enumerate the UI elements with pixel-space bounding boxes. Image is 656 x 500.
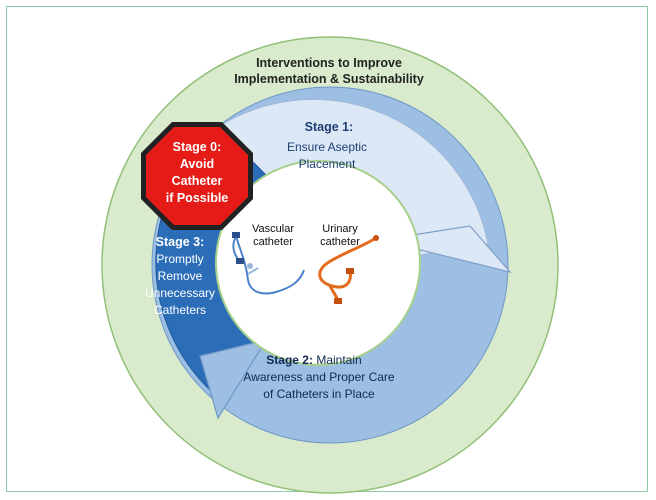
stage2-line1: Stage 2: Maintain [266, 353, 361, 367]
stage0-line1: Stage 0: [173, 140, 222, 154]
stop-sign-face [146, 127, 248, 225]
stage2-line1-rest: Maintain [313, 353, 362, 367]
stage2-heading: Stage 2: [266, 353, 313, 367]
stage3-line2: Remove [158, 269, 203, 283]
stage3-line4: Catheters [154, 303, 206, 317]
stage0-line4: if Possible [166, 191, 229, 205]
stage2-line3: of Catheters in Place [263, 387, 375, 401]
stage0-stop-sign-icon [141, 122, 253, 230]
stage2-line2: Awareness and Proper Care [243, 370, 395, 384]
vascular-catheter-icon [232, 232, 305, 295]
stage2-arrowhead [199, 339, 268, 420]
stage3-line3: Unnecessary [145, 286, 215, 300]
vascular-label-line2: catheter [253, 236, 293, 248]
stage1-line2: Placement [299, 157, 356, 171]
inner-circle [215, 160, 421, 366]
urinary-label-line1: Urinary [322, 223, 358, 235]
stage0-line2: Avoid [180, 157, 214, 171]
stage0-line3: Catheter [172, 174, 223, 188]
outer-title-line1: Interventions to Improve [256, 56, 402, 70]
outer-title-line2: Implementation & Sustainability [234, 72, 424, 86]
urinary-catheter-icon [318, 235, 379, 304]
stage3-line1: Promptly [156, 252, 203, 266]
stage3-heading: Stage 3: [156, 235, 205, 249]
urinary-label-line2: catheter [320, 236, 360, 248]
vascular-label-line1: Vascular [252, 223, 294, 235]
stage1-heading: Stage 1: [305, 120, 354, 134]
stage1-line1: Ensure Aseptic [287, 140, 367, 154]
